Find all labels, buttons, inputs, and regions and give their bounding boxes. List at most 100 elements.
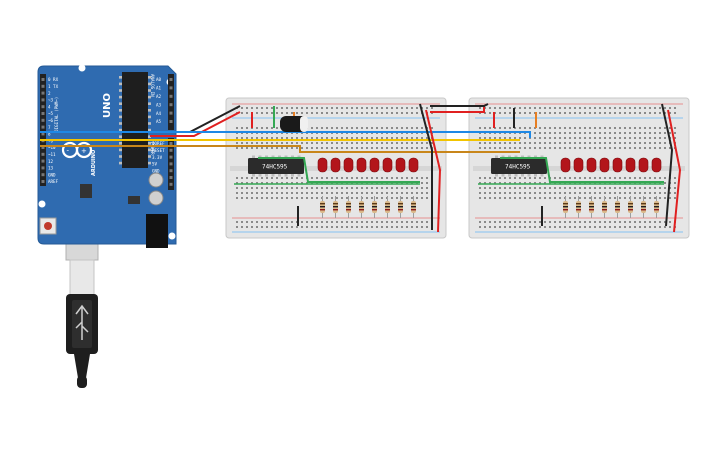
breadboard-hole[interactable] [644,107,646,109]
breadboard-hole[interactable] [604,226,606,228]
breadboard-hole[interactable] [499,137,501,139]
breadboard-hole[interactable] [504,127,506,129]
breadboard-hole[interactable] [644,226,646,228]
wire-green-q7-1[interactable] [258,157,420,183]
power-pin-socket[interactable] [169,176,173,179]
breadboard-hole[interactable] [594,197,596,199]
breadboard-hole[interactable] [406,142,408,144]
led[interactable] [599,157,610,173]
breadboard-hole[interactable] [381,226,383,228]
breadboard-hole[interactable] [609,226,611,228]
breadboard-hole[interactable] [559,197,561,199]
breadboard-hole[interactable] [256,107,258,109]
breadboard-hole[interactable] [619,192,621,194]
breadboard-hole[interactable] [524,226,526,228]
breadboard-hole[interactable] [306,187,308,189]
breadboard-hole[interactable] [479,177,481,179]
breadboard-hole[interactable] [649,197,651,199]
breadboard-hole[interactable] [614,187,616,189]
breadboard-hole[interactable] [281,221,283,223]
breadboard-hole[interactable] [579,221,581,223]
breadboard-hole[interactable] [371,177,373,179]
breadboard-hole[interactable] [634,142,636,144]
breadboard-hole[interactable] [559,137,561,139]
breadboard-hole[interactable] [306,142,308,144]
breadboard-hole[interactable] [341,197,343,199]
breadboard-hole[interactable] [381,127,383,129]
breadboard-hole[interactable] [644,187,646,189]
breadboard-hole[interactable] [629,226,631,228]
breadboard-hole[interactable] [634,132,636,134]
breadboard-hole[interactable] [484,192,486,194]
breadboard-hole[interactable] [494,187,496,189]
breadboard-hole[interactable] [356,221,358,223]
breadboard-hole[interactable] [579,142,581,144]
digital-pin-socket[interactable] [41,152,45,156]
breadboard-hole[interactable] [654,137,656,139]
breadboard-hole[interactable] [271,226,273,228]
breadboard-hole[interactable] [296,226,298,228]
breadboard-hole[interactable] [401,127,403,129]
breadboard-hole[interactable] [649,221,651,223]
breadboard-hole[interactable] [534,182,536,184]
breadboard-hole[interactable] [639,226,641,228]
breadboard-hole[interactable] [261,226,263,228]
breadboard-hole[interactable] [341,192,343,194]
led[interactable] [612,157,623,173]
breadboard-hole[interactable] [246,112,248,114]
breadboard-hole[interactable] [654,197,656,199]
breadboard-hole[interactable] [261,107,263,109]
breadboard-hole[interactable] [494,147,496,149]
breadboard-hole[interactable] [316,127,318,129]
breadboard-hole[interactable] [624,221,626,223]
breadboard-hole[interactable] [346,192,348,194]
breadboard-hole[interactable] [241,112,243,114]
breadboard-hole[interactable] [634,192,636,194]
breadboard-hole[interactable] [386,127,388,129]
breadboard-hole[interactable] [534,147,536,149]
breadboard-hole[interactable] [564,187,566,189]
breadboard-hole[interactable] [519,127,521,129]
breadboard-hole[interactable] [659,221,661,223]
breadboard-hole[interactable] [539,187,541,189]
breadboard-hole[interactable] [421,127,423,129]
breadboard-hole[interactable] [539,112,541,114]
breadboard-hole[interactable] [361,226,363,228]
breadboard-hole[interactable] [311,137,313,139]
breadboard-hole[interactable] [256,112,258,114]
breadboard-hole[interactable] [261,187,263,189]
breadboard-hole[interactable] [311,142,313,144]
breadboard-hole[interactable] [629,147,631,149]
breadboard-hole[interactable] [316,137,318,139]
breadboard-hole[interactable] [271,147,273,149]
breadboard-hole[interactable] [534,132,536,134]
breadboard-hole[interactable] [584,221,586,223]
breadboard-hole[interactable] [479,192,481,194]
breadboard-hole[interactable] [311,192,313,194]
breadboard-hole[interactable] [336,127,338,129]
wire-green-q7-2[interactable] [500,157,664,183]
breadboard-hole[interactable] [554,192,556,194]
breadboard-hole[interactable] [381,147,383,149]
breadboard-hole[interactable] [544,197,546,199]
power-pin-socket[interactable] [169,162,173,166]
breadboard-hole[interactable] [514,177,516,179]
breadboard-hole[interactable] [421,221,423,223]
breadboard-hole[interactable] [306,226,308,228]
breadboard-hole[interactable] [634,112,636,114]
breadboard-hole[interactable] [624,147,626,149]
digital-pin-socket[interactable] [41,118,45,122]
breadboard-hole[interactable] [261,127,263,129]
breadboard-hole[interactable] [549,192,551,194]
breadboard-hole[interactable] [241,177,243,179]
breadboard-hole[interactable] [286,182,288,184]
breadboard-hole[interactable] [589,192,591,194]
breadboard-hole[interactable] [316,142,318,144]
breadboard-hole[interactable] [326,137,328,139]
breadboard-hole[interactable] [664,132,666,134]
breadboard-hole[interactable] [331,221,333,223]
breadboard-hole[interactable] [484,127,486,129]
breadboard-hole[interactable] [584,226,586,228]
breadboard-hole[interactable] [569,142,571,144]
breadboard-hole[interactable] [544,112,546,114]
